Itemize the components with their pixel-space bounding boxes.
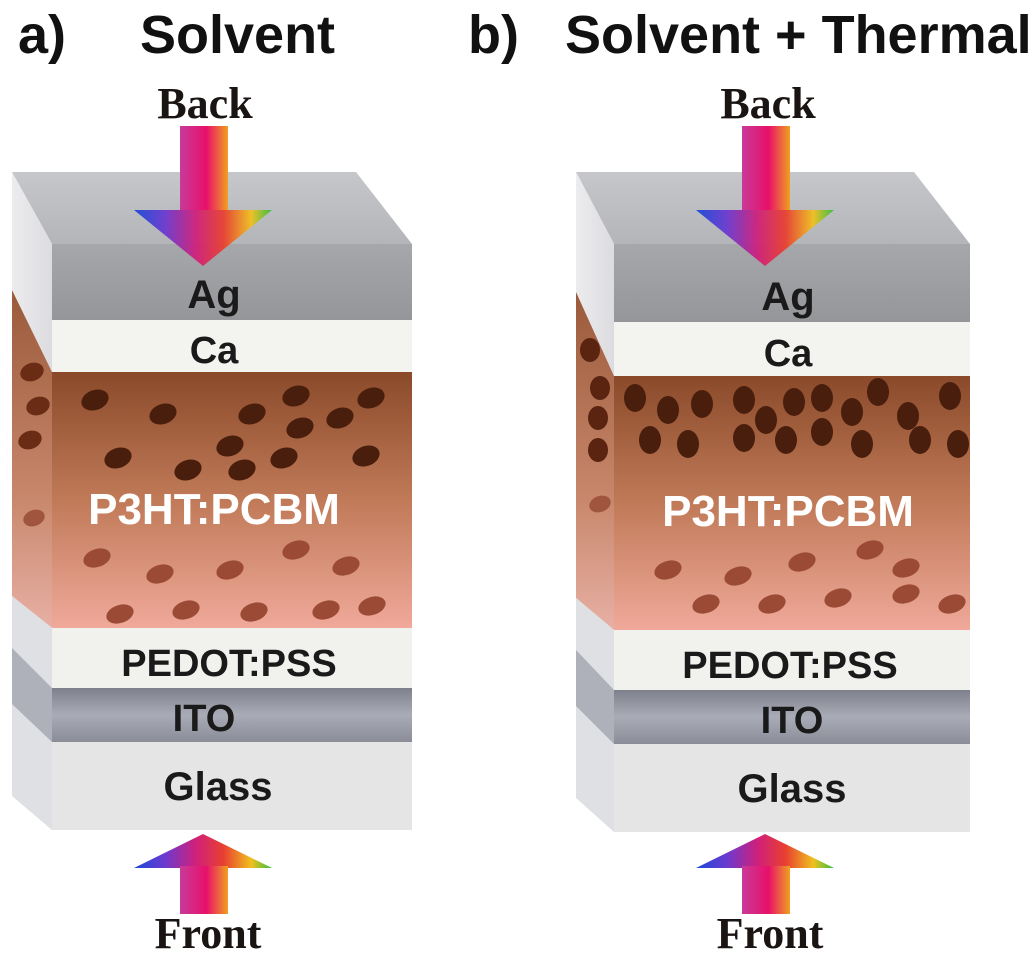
particles-a-lower	[83, 540, 386, 624]
ca-layer	[614, 322, 970, 376]
label-ca-a: Ca	[190, 330, 239, 372]
panel-a-back-label: Back	[157, 79, 253, 128]
side-particles-b	[580, 338, 611, 513]
particles-b	[624, 378, 969, 458]
glass-layer	[52, 742, 412, 830]
ca-layer	[52, 320, 412, 372]
label-pedot-a: PEDOT:PSS	[121, 643, 336, 685]
ito-layer	[52, 688, 412, 742]
panel-a-title: Solvent	[140, 5, 336, 65]
label-glass-a: Glass	[164, 765, 273, 809]
pedot-layer	[614, 630, 970, 690]
particles-a	[81, 385, 385, 481]
front-arrow-a	[134, 834, 272, 914]
front-arrow-b	[696, 834, 834, 914]
particles-b-lower	[654, 540, 966, 614]
label-active-b: P3HT:PCBM	[662, 487, 914, 536]
label-ag-b: Ag	[761, 275, 814, 319]
panel-b-back-label: Back	[720, 79, 816, 128]
stack-b: Ag Ca P3HT:PCBM PEDOT:PSS ITO Glass	[576, 126, 970, 914]
panel-a-front-label: Front	[154, 909, 262, 958]
left-face-upper	[576, 172, 614, 376]
label-ito-a: ITO	[173, 698, 236, 740]
ito-layer	[614, 690, 970, 744]
side-particles-a	[18, 362, 50, 527]
back-arrow-b	[696, 126, 834, 266]
left-face-ito	[12, 648, 52, 742]
glass-layer	[614, 744, 970, 832]
panel-b-letter: b)	[468, 5, 519, 65]
stack-a: Ag Ca P3HT:PCBM PEDOT:PSS ITO Glass	[12, 126, 412, 914]
pedot-layer	[52, 628, 412, 688]
label-ca-b: Ca	[764, 333, 813, 375]
panel-b-front-label: Front	[716, 909, 824, 958]
panel-b-title: Solvent + Thermal	[565, 5, 1031, 65]
label-pedot-b: PEDOT:PSS	[682, 645, 897, 687]
back-arrow-a	[134, 126, 272, 266]
label-glass-b: Glass	[738, 767, 847, 811]
left-face-upper	[12, 172, 52, 372]
left-face-ito	[576, 650, 614, 744]
label-ito-b: ITO	[761, 700, 824, 742]
label-ag-a: Ag	[187, 273, 240, 317]
ag-layer	[614, 244, 970, 322]
panel-a-letter: a)	[18, 5, 67, 65]
ag-layer	[52, 244, 412, 320]
label-active-a: P3HT:PCBM	[88, 485, 340, 534]
